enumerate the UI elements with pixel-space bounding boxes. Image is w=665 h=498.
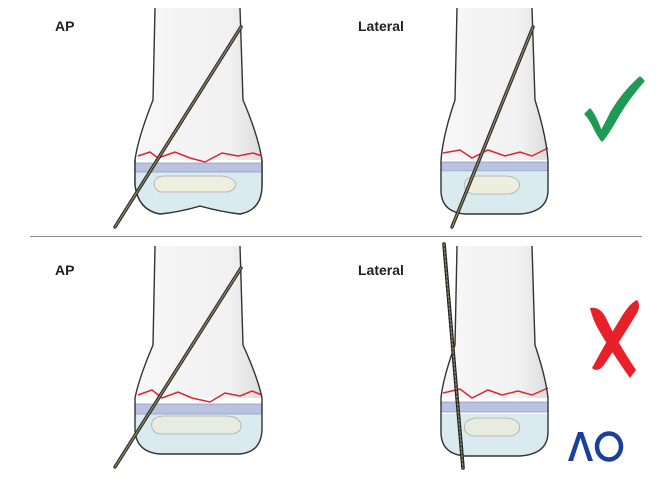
k-wire-core [114,26,242,228]
epiphysis-core [151,415,242,435]
fracture-line [442,387,549,399]
lateral-view-bottom [440,242,549,470]
bone-outline-bottom [134,160,263,215]
view-label-lateral-top: Lateral [358,18,404,34]
bone-shaft [441,8,548,160]
fracture-line [442,147,549,159]
ao-logo-mark [568,431,624,462]
ap-view-top [113,7,263,229]
bone-shaft [441,246,548,398]
fracture-line [137,151,263,163]
cross-mark-icon [590,300,639,378]
bone-outline [440,245,549,457]
section-divider [30,236,642,237]
view-label-lateral-bottom: Lateral [358,262,404,278]
k-wire-core [451,26,534,228]
ap-view-bottom [113,245,263,469]
growth-plate [440,161,549,172]
ao-logo [565,428,625,469]
fracture-line [137,389,263,403]
view-label-ap-bottom: AP [55,262,75,278]
bone-outline [134,245,263,455]
epiphysis-core [463,417,521,437]
k-wire-core [114,267,242,468]
bone-outline [440,7,549,215]
k-wire-core [443,243,464,469]
check-mark-icon [584,76,645,142]
lateral-view-top [440,7,549,229]
view-label-ap-top: AP [55,18,75,34]
epiphysis-core [153,175,237,193]
